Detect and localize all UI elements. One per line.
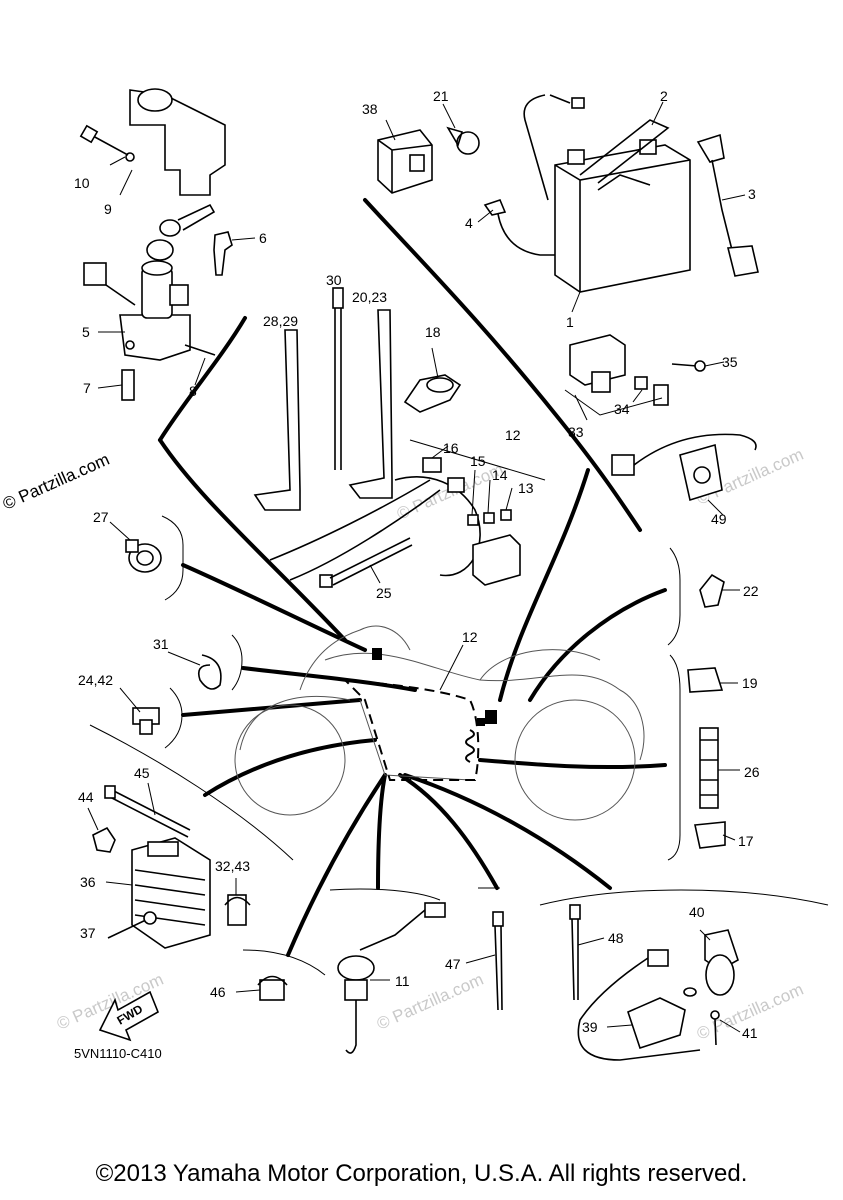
watermark: © Partzilla.com (374, 970, 486, 1034)
clamp-18 (403, 374, 462, 413)
callout-41: 41 (742, 1025, 758, 1041)
callout-44: 44 (78, 789, 94, 805)
callout-26: 26 (744, 764, 760, 780)
clamp-46 (257, 975, 288, 1001)
callout-25: 25 (376, 585, 392, 601)
callout-9: 9 (104, 201, 112, 217)
callout-39: 39 (582, 1019, 598, 1035)
copyright-notice: ©2013 Yamaha Motor Corporation, U.S.A. A… (95, 1160, 748, 1187)
cable-tie-47 (492, 911, 504, 1011)
clamp-21 (446, 126, 480, 155)
harness-cluster (269, 439, 546, 586)
callout-17: 17 (738, 833, 754, 849)
callout-18: 18 (425, 324, 441, 340)
cable-tie-48 (569, 904, 581, 1001)
cable-tie-25 (319, 537, 413, 588)
starter-relay (564, 334, 706, 416)
callout-4: 4 (465, 215, 473, 231)
callout-35: 35 (722, 354, 738, 370)
callout-22: 22 (743, 583, 759, 599)
callout-45: 45 (134, 765, 150, 781)
callout-8: 8 (189, 383, 197, 399)
callout-40: 40 (689, 904, 705, 920)
callout-48: 48 (608, 930, 624, 946)
callout-47: 47 (445, 956, 461, 972)
sensor-39 (577, 929, 739, 1061)
battery-cable (523, 94, 759, 277)
relay-38 (377, 129, 433, 194)
callout-27: 27 (93, 509, 109, 525)
clamp-27 (125, 539, 162, 573)
switch-11 (337, 902, 446, 1054)
callout-30: 30 (326, 272, 342, 288)
main-switch (83, 260, 216, 401)
callout-14: 14 (492, 467, 508, 483)
callout-12-center: 12 (462, 629, 478, 645)
sensor-49 (611, 433, 757, 502)
callout-10: 10 (74, 175, 90, 191)
callout-33: 33 (568, 424, 584, 440)
rectifier-36 (131, 837, 211, 949)
callout-36: 36 (80, 874, 96, 890)
clamp-24-42 (132, 707, 160, 735)
callout-7: 7 (83, 380, 91, 396)
ignition-bracket (79, 88, 226, 196)
callout-34: 34 (614, 401, 630, 417)
callout-24-42: 24,42 (78, 672, 113, 688)
callout-12-top: 12 (505, 427, 521, 443)
callout-11: 11 (395, 973, 410, 989)
clamp-32-43 (224, 894, 251, 926)
cable-tie-45 (92, 785, 191, 853)
right-clips (687, 573, 726, 849)
leader-lines (87, 101, 746, 1033)
clamp-31 (197, 654, 222, 690)
callout-1: 1 (566, 314, 574, 330)
callout-5: 5 (82, 324, 90, 340)
lead-4 (483, 199, 555, 256)
diagram-code: 5VN1110-C410 (74, 1046, 162, 1061)
callout-labels: 1 2 3 4 5 6 7 8 9 10 11 12 12 13 14 15 1… (74, 88, 760, 1041)
callout-20-23: 20,23 (352, 289, 387, 305)
key-set (146, 203, 233, 276)
callout-32-43: 32,43 (215, 858, 250, 874)
callout-16: 16 (443, 440, 459, 456)
cable-ties-top (253, 287, 393, 511)
callout-37: 37 (80, 925, 96, 941)
callout-38: 38 (362, 101, 378, 117)
callout-46: 46 (210, 984, 226, 1000)
group-frames (89, 198, 829, 976)
callout-28-29: 28,29 (263, 313, 298, 329)
callout-2: 2 (660, 88, 668, 104)
callout-31: 31 (153, 636, 169, 652)
callout-49: 49 (711, 511, 727, 527)
callout-15: 15 (470, 453, 486, 469)
callout-19: 19 (742, 675, 758, 691)
battery (554, 119, 691, 293)
callout-13: 13 (518, 480, 534, 496)
callout-21: 21 (433, 88, 449, 104)
callout-3: 3 (748, 186, 756, 202)
watermark-dark: © Partzilla.com (0, 450, 112, 514)
bolt-37 (107, 911, 157, 939)
motorcycle-outline (234, 625, 645, 821)
callout-6: 6 (259, 230, 267, 246)
